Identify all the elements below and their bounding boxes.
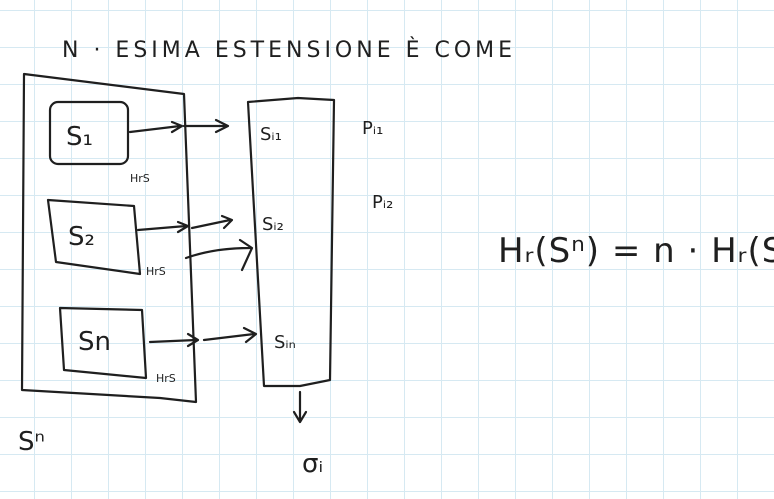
arrow-1b bbox=[182, 118, 230, 134]
arrow-2b bbox=[190, 214, 234, 230]
source-box-2 bbox=[46, 198, 142, 276]
target-symbol-2: Sᵢ₂ bbox=[262, 214, 284, 235]
target-symbol-1: Sᵢ₁ bbox=[260, 124, 282, 145]
extension-label: Sⁿ bbox=[18, 427, 45, 457]
arrow-1a bbox=[128, 120, 184, 134]
arrow-2c bbox=[184, 238, 254, 272]
arrow-nb bbox=[202, 326, 258, 344]
arrow-na bbox=[148, 332, 200, 348]
entropy-label-1: HrS bbox=[130, 172, 150, 185]
probability-2: Pᵢ₂ bbox=[372, 192, 393, 213]
source-box-n-label: Sn bbox=[78, 327, 111, 357]
entropy-label-n: HrS bbox=[156, 372, 176, 385]
source-box-1-label: S₁ bbox=[66, 122, 93, 152]
source-box-2-label: S₂ bbox=[68, 222, 95, 252]
entropy-formula: Hᵣ(Sⁿ) = n · Hᵣ(S) bbox=[498, 231, 774, 271]
output-symbol: σᵢ bbox=[302, 449, 323, 479]
source-box-1 bbox=[48, 100, 130, 166]
entropy-label-2: HrS bbox=[146, 265, 166, 278]
target-symbol-n: Sᵢₙ bbox=[274, 332, 296, 353]
probability-1: Pᵢ₁ bbox=[362, 118, 383, 139]
target-column-box bbox=[246, 96, 336, 388]
down-arrow bbox=[292, 390, 308, 424]
extension-outer-box bbox=[20, 72, 198, 404]
arrow-2a bbox=[136, 220, 190, 234]
title: N · ESIMA ESTENSIONE È COME bbox=[62, 37, 516, 63]
source-box-n bbox=[58, 306, 148, 380]
